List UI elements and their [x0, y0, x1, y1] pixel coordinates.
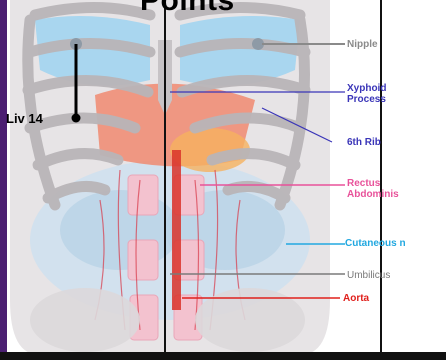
- label-cutaneous-n: Cutaneous n: [345, 238, 406, 249]
- label-nipple: Nipple: [347, 39, 378, 50]
- frame-left-border: [0, 0, 7, 360]
- label-6th-rib: 6th Rib: [347, 137, 381, 148]
- left-hip: [30, 288, 140, 352]
- right-rule: [380, 0, 382, 352]
- liv14-label: Liv 14: [6, 111, 43, 126]
- aorta-vessel: [172, 150, 181, 310]
- liv14-point-marker: [72, 114, 81, 123]
- label-aorta: Aorta: [343, 293, 369, 304]
- frame-bottom-border: [0, 352, 446, 360]
- label-xyphoid-process: Xyphoid Process: [347, 83, 407, 105]
- page-title: Points: [140, 0, 235, 18]
- label-umbilicus: Umbilicus: [347, 270, 390, 281]
- label-rectus-abdominis: Rectus Abdominis: [347, 178, 417, 200]
